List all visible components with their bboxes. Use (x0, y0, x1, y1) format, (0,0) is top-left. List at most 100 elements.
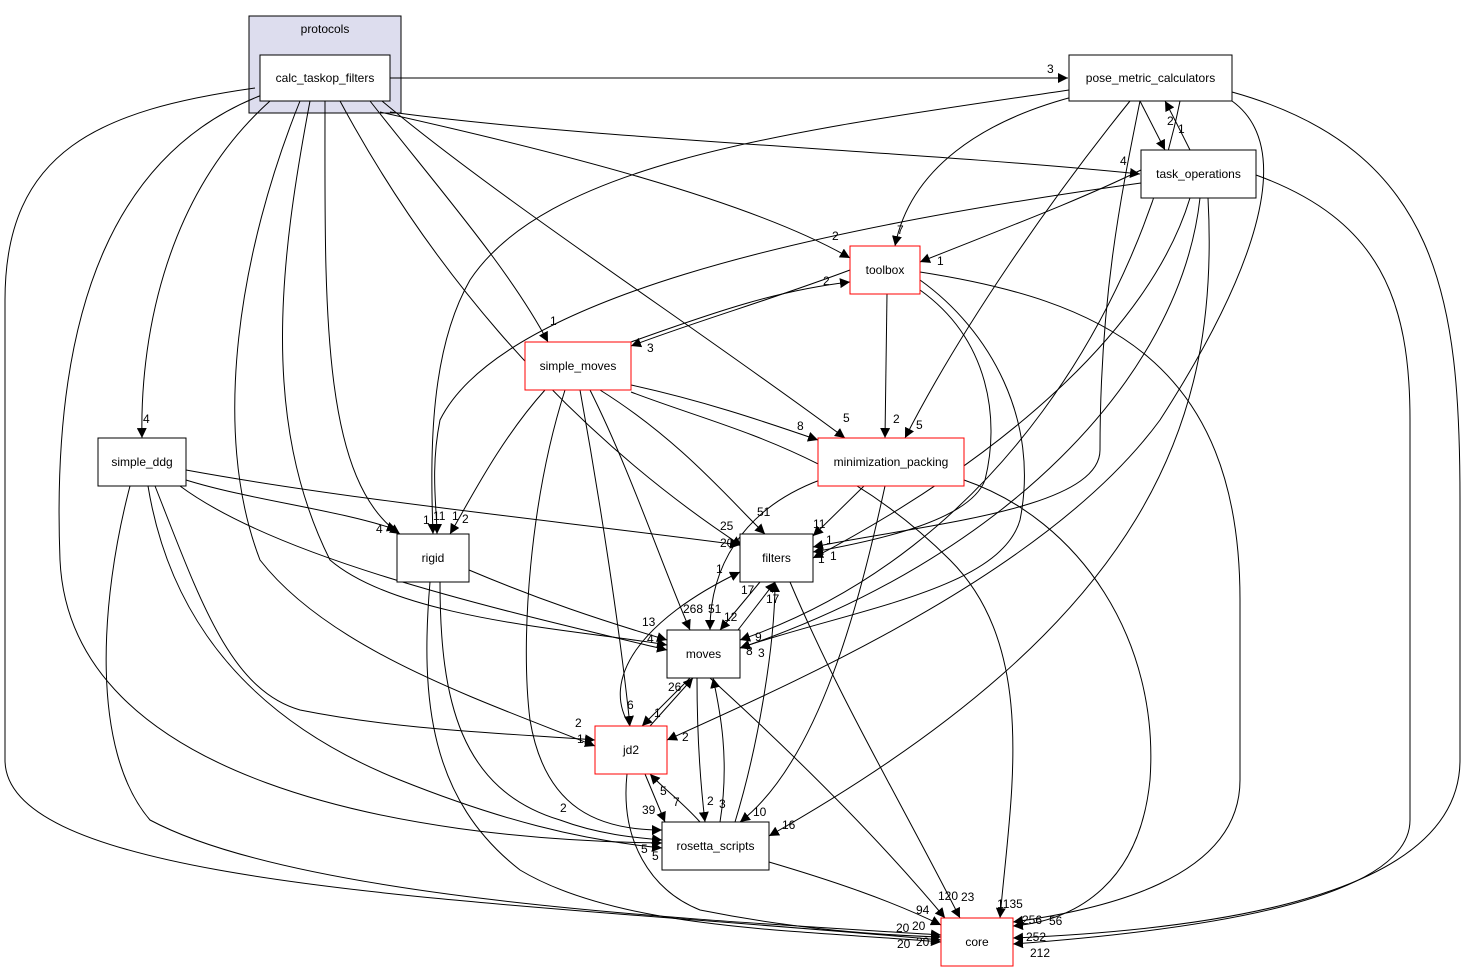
edge-moves-to-core[interactable] (709, 677, 946, 919)
edge-label[interactable]: 16 (782, 818, 796, 832)
edge-calc_taskop_filters-to-simple_ddg[interactable] (136, 100, 271, 439)
edge-label[interactable]: 1 (826, 533, 833, 547)
edge-calc_taskop_filters-to-simple_moves[interactable] (369, 100, 549, 343)
edge-label[interactable]: 5 (660, 784, 667, 798)
edge-label[interactable]: 3 (1047, 62, 1054, 76)
edge-label[interactable]: 2 (707, 794, 714, 808)
edge-label[interactable]: 26 (668, 680, 682, 694)
edge-label[interactable]: 7 (673, 795, 680, 809)
edge-label[interactable]: 3 (758, 646, 765, 660)
edge-filters-to-core[interactable] (789, 581, 961, 919)
edge-simple_moves-to-toolbox[interactable] (630, 278, 851, 343)
edge-pose_metric_calculators-to-rigid[interactable] (427, 89, 1070, 535)
edge-simple_moves-to-core[interactable] (630, 391, 1014, 919)
edge-task_operations-to-toolbox[interactable] (919, 169, 1142, 263)
edge-rosetta_scripts-to-core[interactable] (768, 861, 942, 926)
edge-calc_taskop_filters-to-minimization_packing[interactable] (381, 100, 846, 439)
edge-pose_metric_calculators-to-task_operations[interactable] (1139, 100, 1166, 151)
edge-pose_metric_calculators-to-toolbox[interactable] (892, 94, 1081, 247)
edge-label[interactable]: 2 (1167, 114, 1174, 128)
node-moves[interactable]: moves (666, 629, 741, 679)
edge-label[interactable]: 12 (724, 610, 738, 624)
edge-simple_ddg-to-core[interactable] (105, 485, 942, 940)
edge-rosetta_scripts-to-filters[interactable] (734, 581, 780, 823)
edge-jd2-to-moves[interactable] (649, 677, 694, 727)
edge-label[interactable]: 51 (708, 602, 722, 616)
edge-pose_metric_calculators-to-jd2[interactable] (666, 100, 1264, 741)
edge-label[interactable]: 1 (1178, 122, 1185, 136)
edge-label[interactable]: 56 (1049, 914, 1063, 928)
edge-jd2-to-filters[interactable] (619, 571, 741, 727)
edge-label[interactable]: 120 (938, 889, 958, 903)
edge-pose_metric_calculators-to-core[interactable] (1012, 91, 1461, 943)
edge-label[interactable]: 2 (575, 716, 582, 730)
edge-label[interactable]: 1 (654, 706, 661, 720)
node-task-operations[interactable]: task_operations (1140, 149, 1257, 199)
edge-label[interactable]: 11 (813, 517, 826, 531)
node-core[interactable]: core (940, 917, 1014, 967)
edge-toolbox-to-simple_moves[interactable] (630, 269, 851, 348)
edge-label[interactable]: 23 (961, 890, 975, 904)
node-pose-metric-calculators[interactable]: pose_metric_calculators (1068, 54, 1233, 102)
edge-simple_ddg-to-rosetta_scripts[interactable] (147, 485, 663, 853)
edge-label[interactable]: 252 (1026, 930, 1046, 944)
edge-calc_taskop_filters-to-task_operations[interactable] (389, 111, 1141, 178)
edge-label[interactable]: 4 (658, 640, 665, 654)
edge-minimization_packing-to-filters[interactable] (812, 485, 865, 537)
edge-label[interactable]: 2 (832, 229, 839, 243)
edge-task_operations-to-rigid[interactable] (431, 182, 1142, 535)
edge-calc_taskop_filters-to-filters[interactable] (339, 100, 743, 547)
edge-label[interactable]: 1 (716, 562, 723, 576)
edge-task_operations-to-filters[interactable] (812, 197, 1191, 559)
edge-label[interactable]: 25 (720, 519, 734, 533)
edge-label[interactable]: 9 (755, 630, 762, 644)
edge-calc_taskop_filters-to-core[interactable] (4, 87, 942, 945)
edge-moves-to-filters[interactable] (737, 581, 776, 631)
edge-jd2-to-rosetta_scripts[interactable] (644, 773, 666, 823)
edge-toolbox-to-minimization_packing[interactable] (880, 293, 891, 439)
node-simple-moves[interactable]: simple_moves (524, 341, 632, 391)
edge-label[interactable]: 20 (720, 536, 734, 550)
edge-label[interactable]: 20 (896, 921, 910, 935)
edge-simple_ddg-to-jd2[interactable] (154, 485, 596, 745)
edge-simple_moves-to-minimization_packing[interactable] (630, 384, 819, 442)
edge-label[interactable]: 3 (647, 341, 654, 355)
edge-label[interactable]: 94 (916, 903, 930, 917)
edge-pose_metric_calculators-to-filters[interactable] (812, 100, 1141, 550)
edge-label[interactable]: 1 (818, 552, 825, 566)
edge-calc_taskop_filters-to-toolbox[interactable] (379, 111, 851, 259)
edge-task_operations-to-pose_metric_calculators[interactable] (1164, 100, 1191, 151)
edge-label[interactable]: 39 (642, 803, 656, 817)
edge-label[interactable]: 1 (550, 314, 557, 328)
edge-simple_moves-to-rigid[interactable] (449, 389, 546, 535)
edge-calc_taskop_filters-to-rigid[interactable] (324, 100, 401, 535)
edge-label[interactable]: 20 (897, 937, 911, 951)
edge-label[interactable]: 17 (741, 583, 755, 597)
edge-label[interactable]: 4 (1120, 154, 1127, 168)
edge-task_operations-to-moves[interactable] (739, 197, 1201, 650)
edge-label[interactable]: 1 (577, 732, 584, 746)
edge-label[interactable]: 1 (937, 254, 944, 268)
edge-calc_taskop_filters-to-jd2[interactable] (234, 100, 596, 747)
edge-label[interactable]: 20 (912, 919, 926, 933)
edge-simple_moves-to-jd2[interactable] (579, 389, 634, 727)
edge-simple_moves-to-moves[interactable] (589, 389, 691, 631)
edge-label[interactable]: 256 (1022, 913, 1042, 927)
edge-moves-to-jd2[interactable] (641, 677, 691, 727)
node-rosetta-scripts[interactable]: rosetta_scripts (661, 821, 770, 871)
edge-task_operations-to-rosetta_scripts[interactable] (768, 197, 1210, 837)
edge-label[interactable]: 20 (916, 935, 930, 949)
edge-calc_taskop_filters-to-rosetta_scripts[interactable] (58, 94, 663, 848)
edge-pose_metric_calculators-to-minimization_packing[interactable] (904, 100, 1131, 439)
edge-toolbox-to-filters[interactable] (812, 289, 992, 556)
node-calc-taskop-filters[interactable]: calc_taskop_filters (259, 54, 391, 102)
edge-label[interactable]: 13 (642, 615, 656, 629)
edge-calc_taskop_filters-to-moves[interactable] (282, 100, 668, 649)
edge-label[interactable]: 2 (560, 801, 567, 815)
edge-minimization_packing-to-moves[interactable] (705, 479, 821, 631)
node-filters[interactable]: filters (739, 533, 814, 583)
edge-rosetta_scripts-to-jd2[interactable] (649, 773, 701, 823)
edge-jd2-to-core[interactable] (625, 773, 942, 942)
node-rigid[interactable]: rigid (396, 533, 470, 583)
edge-label[interactable]: 5 (652, 849, 659, 863)
